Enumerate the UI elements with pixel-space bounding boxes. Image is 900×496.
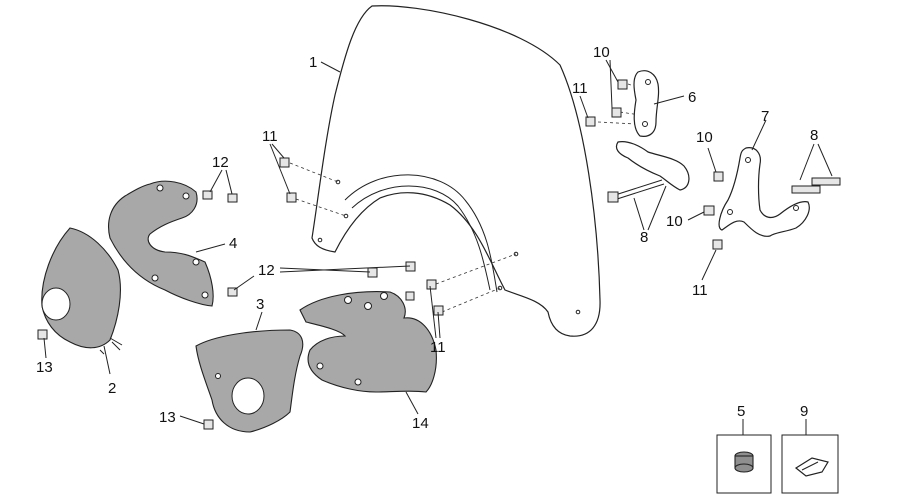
callout-13-left: 13 (36, 359, 53, 376)
callout-11-upper-left: 11 (262, 128, 278, 145)
screw-icon (611, 107, 622, 118)
callout-12-top: 12 (212, 154, 229, 171)
screw-icon (713, 171, 724, 182)
callout-4: 4 (229, 235, 237, 252)
callout-8-left: 8 (640, 229, 648, 246)
callout-10-mid: 10 (696, 129, 713, 146)
mount-bracket-part-7 (718, 147, 810, 237)
callout-9: 9 (800, 403, 808, 420)
windshield-part-1 (311, 5, 601, 337)
callout-labels: 1 2 3 4 5 6 7 8 8 9 10 10 10 11 11 11 11… (36, 44, 818, 432)
assembly-guide-lines (289, 83, 647, 313)
screw-icon (617, 79, 628, 90)
small-part-box-9 (781, 434, 839, 494)
screw-icon (712, 239, 723, 250)
callout-6: 6 (688, 89, 696, 106)
bracket-part-4 (107, 180, 214, 307)
screw-icon (286, 192, 297, 203)
callout-10-low: 10 (666, 213, 683, 230)
mount-bracket-part-6 (633, 70, 660, 137)
bolt-icon (811, 177, 841, 186)
screw-icon (203, 419, 214, 430)
callout-3: 3 (256, 296, 264, 313)
screw-icon (202, 190, 213, 200)
screw-icon (367, 267, 378, 278)
screw-icon (37, 329, 48, 340)
callout-5: 5 (737, 403, 745, 420)
screw-icon (227, 193, 238, 203)
callout-11-center: 11 (430, 339, 446, 356)
callout-12-center: 12 (258, 262, 275, 279)
bolt-icon (791, 185, 821, 194)
callout-7: 7 (761, 108, 769, 125)
screw-icon (703, 205, 715, 216)
fasteners (37, 79, 841, 430)
screw-icon (227, 287, 238, 297)
screw-icon (426, 279, 437, 290)
callout-13-bottom: 13 (159, 409, 176, 426)
callout-8-right: 8 (810, 127, 818, 144)
mount-bracket-part-8-left (607, 141, 690, 203)
screw-icon (405, 291, 415, 301)
shroud-part-14 (299, 291, 437, 393)
shroud-part-3 (195, 329, 304, 433)
callout-11-right: 11 (692, 282, 708, 299)
leader-lines (43, 59, 833, 435)
shroud-part-2 (41, 227, 123, 355)
callout-11-upper-right: 11 (572, 80, 588, 97)
callout-1: 1 (309, 54, 317, 71)
screw-icon (585, 116, 596, 127)
screw-icon (279, 157, 290, 168)
callout-10-top: 10 (593, 44, 610, 61)
small-part-box-5 (716, 434, 772, 494)
callout-2: 2 (108, 380, 116, 397)
callout-14: 14 (412, 415, 429, 432)
